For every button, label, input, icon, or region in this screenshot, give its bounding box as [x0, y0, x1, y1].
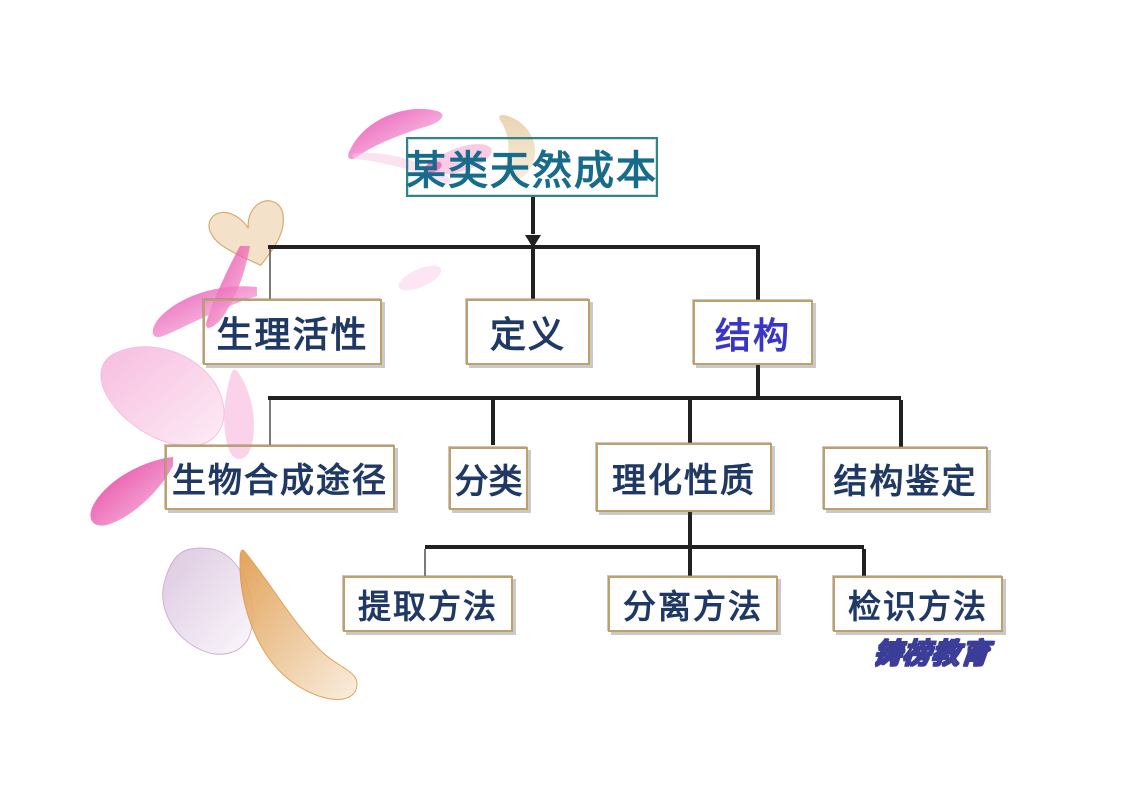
- node-classification: 分类: [449, 447, 528, 510]
- node-biosynthesis-pathway: 生物合成途径: [165, 445, 395, 510]
- arrowhead-down-icon: [525, 235, 541, 248]
- node-physiological-activity: 生理活性: [203, 299, 382, 365]
- node-label: 结构: [714, 315, 791, 357]
- node-natural-product-root: 某类天然成本: [406, 137, 658, 197]
- node-physicochemical-properties: 理化性质: [596, 443, 772, 512]
- node-separation-method: 分离方法: [608, 576, 778, 632]
- node-label: 提取方法: [358, 587, 498, 626]
- node-label: 分类: [454, 462, 523, 502]
- node-label: 定义: [489, 315, 566, 356]
- petal-orange-icon: [239, 549, 358, 700]
- node-detection-method: 检识方法: [833, 576, 1003, 632]
- watermark-logo: 铸榜教育: [871, 636, 992, 670]
- node-label: 理化性质: [612, 461, 756, 501]
- node-label: 生物合成途径: [172, 461, 388, 501]
- node-label: 分离方法: [623, 587, 763, 626]
- node-label: 检识方法: [848, 587, 988, 626]
- node-label: 生理活性: [216, 315, 369, 356]
- node-definition: 定义: [466, 299, 590, 365]
- node-label: 某类天然成本: [406, 148, 658, 194]
- node-label: 结构鉴定: [833, 462, 978, 502]
- petal-lavender-icon: [162, 547, 254, 655]
- node-structure-identification: 结构鉴定: [823, 447, 988, 510]
- node-extraction-method: 提取方法: [343, 576, 513, 632]
- heart-icon: [208, 200, 285, 267]
- petal-magenta-icon: [90, 457, 173, 526]
- node-structure: 结构: [693, 300, 813, 365]
